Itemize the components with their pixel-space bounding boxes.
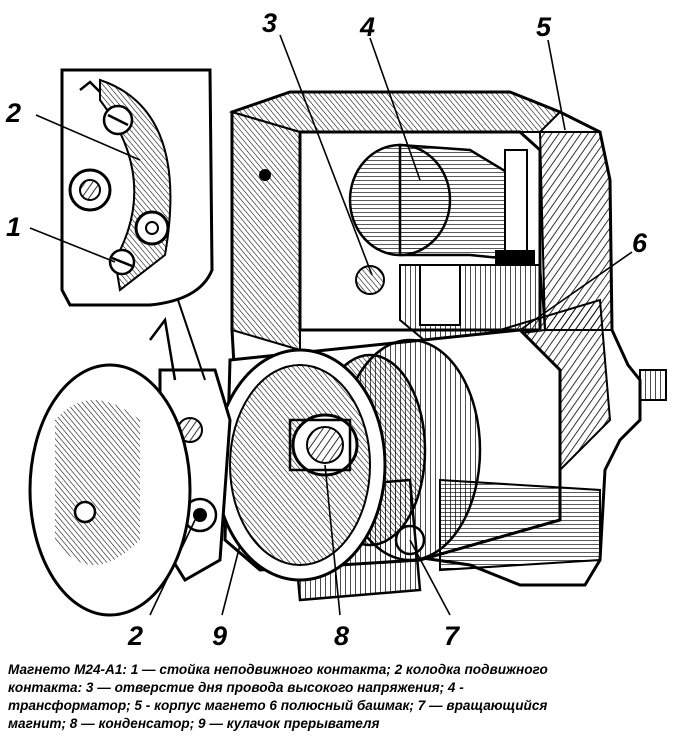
label-8: 8	[334, 621, 349, 651]
label-2-top: 2	[5, 98, 21, 128]
breaker-detail-inset	[60, 68, 214, 381]
breaker-end-plate	[213, 348, 387, 582]
caption-line-3: трансформатор; 5 - корпус магнето 6 полю…	[8, 698, 548, 713]
breaker-cover	[28, 363, 192, 617]
label-7: 7	[444, 621, 461, 651]
caption-line-2: контакта: 3 — отверстие дня провода высо…	[8, 680, 464, 695]
leader-lines	[29, 34, 633, 616]
caption-line-1: Магнето М24-А1: 1 — стойка неподвижного …	[8, 662, 548, 677]
transformer-coil	[348, 143, 535, 266]
figure-caption: Магнето М24-А1: 1 — стойка неподвижного …	[8, 661, 668, 733]
label-3: 3	[262, 8, 277, 38]
magneto-illustration: 2 1 3 4 5 6 2 9 8 7	[5, 8, 667, 651]
label-1: 1	[6, 212, 21, 242]
label-5: 5	[536, 12, 552, 42]
label-4: 4	[359, 12, 375, 42]
label-2-bottom: 2	[127, 621, 143, 651]
caption-line-4: магнит; 8 — конденсатор; 9 — кулачок пре…	[8, 716, 380, 731]
label-9: 9	[212, 621, 227, 651]
label-6: 6	[632, 228, 648, 258]
